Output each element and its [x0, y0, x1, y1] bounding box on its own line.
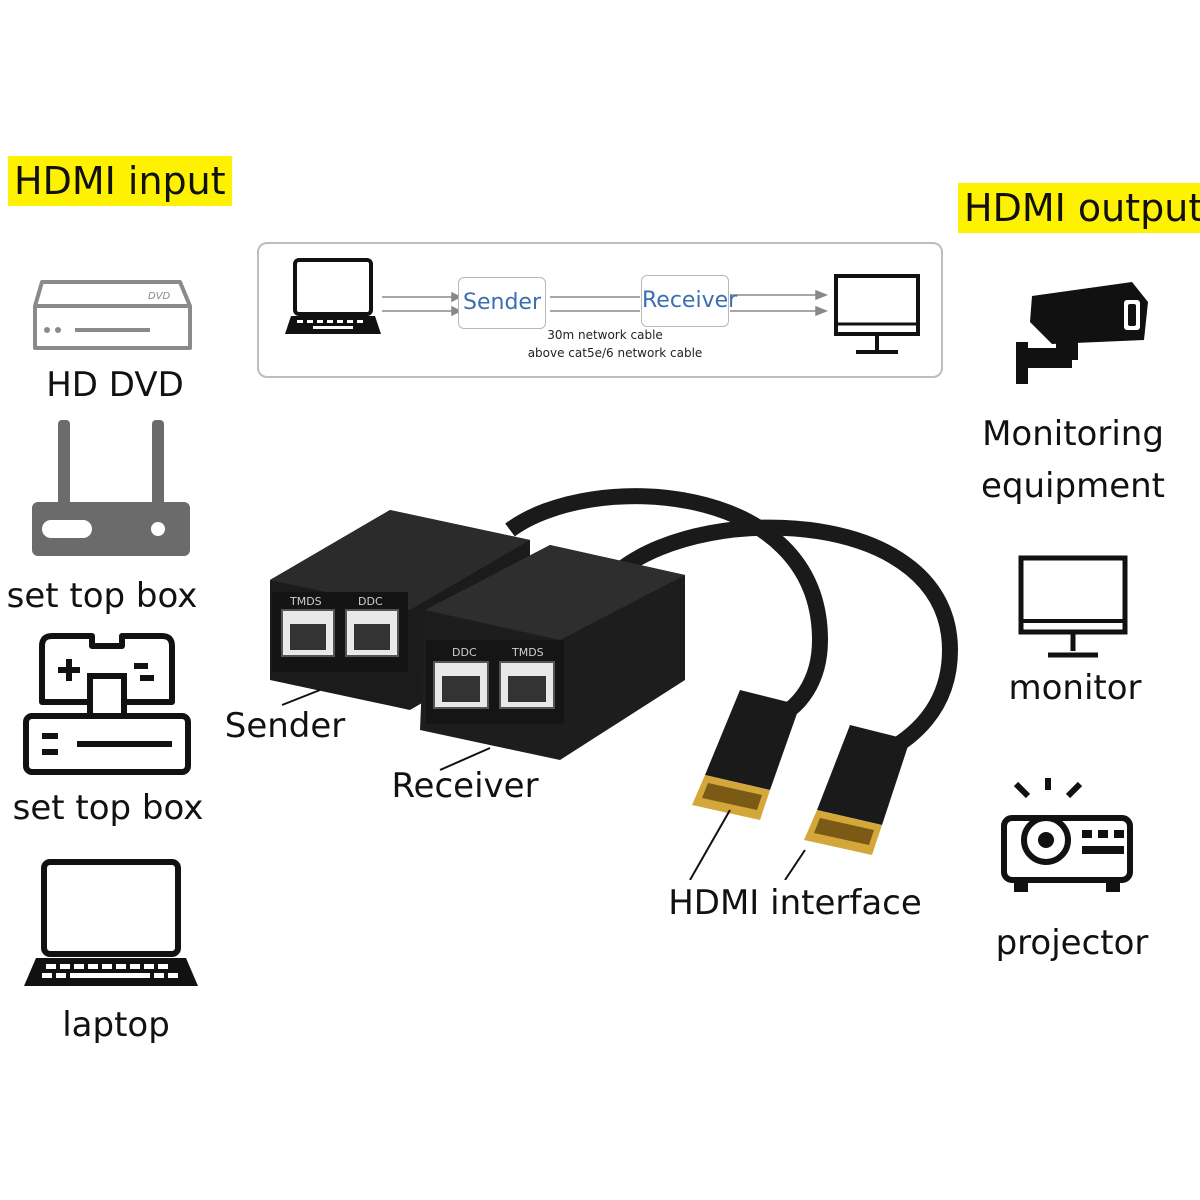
projector-icon [1000, 778, 1135, 898]
output-label-monitoring-text: Monitoring equipment [981, 414, 1165, 506]
hdmi-input-title: HDMI input [8, 156, 232, 206]
input-label-set-top-box-1: set top box [6, 576, 198, 616]
sender-port-label-1: TMDS [289, 595, 322, 608]
input-label-hd-dvd: HD DVD [46, 365, 184, 405]
flow-receiver-node: Receiver [641, 275, 737, 327]
router-icon [28, 420, 198, 560]
cable-note-line-1: 30m network cable [547, 328, 663, 342]
input-label-set-top-box-2: set top box [12, 788, 204, 828]
hdmi-plug-1 [692, 690, 800, 820]
flow-monitor-icon [832, 272, 922, 360]
flow-sender-node: Sender [458, 277, 546, 329]
laptop-icon [22, 858, 200, 990]
receiver-port-label-1: DDC [452, 646, 477, 659]
output-label-monitor: monitor [1008, 668, 1142, 708]
product-sender-label: Sender [224, 706, 346, 746]
hdmi-output-title: HDMI output [958, 183, 1200, 233]
hdmi-extender-product-illustration: TMDS DDC DDC TMDS [260, 480, 980, 880]
security-camera-icon [1012, 278, 1152, 388]
sender-port-label-2: DDC [358, 595, 383, 608]
game-console-icon [22, 632, 192, 777]
output-label-monitoring-equipment: Monitoring equipment [968, 408, 1178, 512]
product-receiver-label: Receiver [391, 766, 539, 806]
receiver-port-label-2: TMDS [511, 646, 544, 659]
hdmi-plug-2 [804, 725, 910, 855]
receiver-device: DDC TMDS [420, 545, 685, 760]
cable-note-line-2: above cat5e/6 network cable [527, 346, 703, 360]
svg-text:DVD: DVD [148, 291, 171, 302]
product-hdmi-interface-label: HDMI interface [668, 883, 922, 923]
monitor-icon [1018, 555, 1128, 661]
output-label-projector: projector [995, 923, 1149, 963]
dvd-player-icon: DVD [30, 278, 195, 354]
flow-laptop-icon [283, 258, 383, 338]
flow-arrows [380, 285, 830, 325]
input-label-laptop: laptop [62, 1005, 170, 1045]
